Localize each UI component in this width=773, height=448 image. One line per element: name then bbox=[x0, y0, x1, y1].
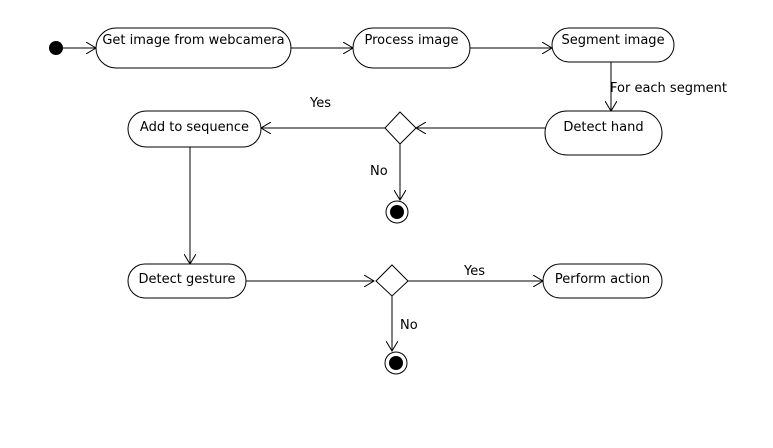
node-process-image bbox=[352, 27, 471, 69]
initial-node bbox=[49, 41, 63, 55]
final-node-2 bbox=[384, 351, 408, 375]
edge-label-for-each-segment: For each segment bbox=[610, 81, 727, 96]
node-segment-image bbox=[551, 27, 675, 63]
decision-node-gesture bbox=[375, 264, 409, 297]
node-process-image-label: Process image bbox=[365, 33, 459, 48]
node-segment-image-label: Segment image bbox=[561, 33, 664, 48]
node-perform-action bbox=[542, 263, 663, 299]
edge-label-no-1: No bbox=[370, 164, 388, 179]
node-detect-gesture bbox=[127, 263, 247, 299]
node-perform-action-label: Perform action bbox=[555, 272, 650, 287]
node-get-image bbox=[95, 27, 292, 69]
edge-label-no-2: No bbox=[400, 318, 418, 333]
decision-node-hand bbox=[384, 111, 417, 145]
edge-label-yes-1: Yes bbox=[309, 96, 331, 111]
edge-label-yes-2: Yes bbox=[463, 264, 485, 279]
final-node-1 bbox=[385, 200, 409, 224]
node-detect-hand-label: Detect hand bbox=[563, 120, 643, 135]
node-add-to-sequence-label: Add to sequence bbox=[140, 120, 249, 135]
node-get-image-label: Get image from webcamera bbox=[102, 33, 284, 48]
node-detect-hand bbox=[544, 110, 663, 156]
node-add-to-sequence bbox=[127, 110, 262, 148]
node-detect-gesture-label: Detect gesture bbox=[139, 272, 236, 287]
